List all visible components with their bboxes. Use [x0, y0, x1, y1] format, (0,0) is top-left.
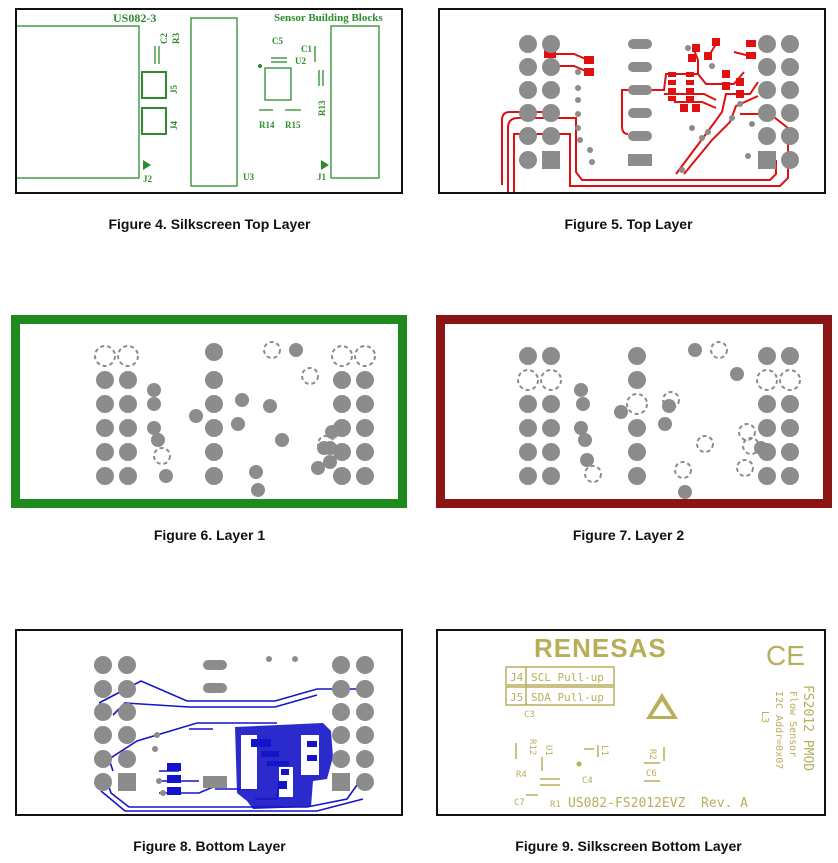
- layer1-drawing: [94, 341, 376, 497]
- j5-outline: [141, 71, 167, 99]
- ref-l1: L1: [599, 745, 609, 756]
- ref-j2: J2: [143, 174, 153, 184]
- ce-mark: CE: [766, 640, 805, 671]
- silkscreen-bottom-drawing: RENESAS CE J4 SCL Pull-up J5 SDA Pull-up…: [505, 633, 815, 811]
- renesas-logo: RENESAS: [534, 633, 667, 663]
- product-desc: Flow Sensor: [787, 691, 798, 757]
- j5-desc: SDA Pull-up: [531, 691, 604, 704]
- product-l3: L3: [759, 711, 770, 723]
- silkscreen-top-drawing: US082-3 Sensor Building Blocks C2 R3 J5 …: [17, 11, 383, 187]
- figure-7-panel: [436, 315, 832, 508]
- figure-9-caption: Figure 9. Silkscreen Bottom Layer: [515, 838, 742, 854]
- ref-c5: C5: [272, 36, 283, 46]
- ref-r13: R13: [317, 100, 327, 116]
- j4-label: J4: [510, 671, 524, 684]
- ref-j5: J5: [169, 85, 179, 95]
- board-title: Sensor Building Blocks: [274, 12, 383, 24]
- u3-outline: [190, 17, 238, 187]
- j5-label: J5: [510, 691, 523, 704]
- bottom-layer-drawing: [94, 656, 374, 812]
- ref-u2: U2: [295, 56, 306, 66]
- ref-c6: C6: [646, 769, 657, 779]
- j1-outline: [330, 25, 380, 179]
- figure-5-caption: Figure 5. Top Layer: [564, 216, 693, 232]
- ref-c7: C7: [514, 798, 525, 808]
- ref-c3: C3: [524, 710, 535, 720]
- ref-j4: J4: [169, 121, 179, 131]
- bottom-layer-pads: [94, 656, 374, 796]
- board-name: US082-3: [113, 11, 156, 25]
- figure-8-caption: Figure 8. Bottom Layer: [133, 838, 286, 854]
- figure-7-caption: Figure 7. Layer 2: [572, 527, 685, 543]
- j2-outline: [17, 25, 140, 179]
- ref-r3: R3: [171, 33, 181, 44]
- ref-r14: R14: [259, 120, 275, 130]
- figure-4-panel: US082-3 Sensor Building Blocks C2 R3 J5 …: [15, 8, 403, 194]
- ref-r12: R12: [527, 739, 537, 755]
- j4-desc: SCL Pull-up: [531, 671, 604, 684]
- ref-u3: U3: [243, 172, 254, 182]
- ref-r4: R4: [516, 770, 527, 780]
- figure-9-panel: RENESAS CE J4 SCL Pull-up J5 SDA Pull-up…: [436, 629, 826, 816]
- ref-c4: C4: [582, 776, 593, 786]
- board-revision: US082-FS2012EVZ Rev. A: [568, 796, 748, 811]
- figure-4-caption: Figure 4. Silkscreen Top Layer: [108, 216, 311, 232]
- product-name: FS2012 PMOD: [800, 685, 815, 771]
- figure-6-caption: Figure 6. Layer 1: [153, 527, 266, 543]
- top-layer-drawing: [501, 35, 799, 192]
- ref-u1: U1: [543, 745, 553, 756]
- product-addr: I2C Addr=0x07: [773, 691, 784, 769]
- ref-c1: C1: [301, 44, 312, 54]
- figure-8-panel: [15, 629, 403, 816]
- ref-r2: R2: [647, 749, 657, 760]
- j2-pin1-marker: [143, 160, 151, 170]
- figure-6-panel: [11, 315, 407, 508]
- u2-outline: [264, 67, 292, 101]
- ref-c2: C2: [159, 33, 169, 44]
- j1-pin1-marker: [321, 160, 329, 170]
- ref-r15: R15: [285, 120, 301, 130]
- j4-outline: [141, 107, 167, 135]
- layer2-drawing: [517, 341, 801, 499]
- ref-r1: R1: [550, 800, 561, 810]
- figure-5-panel: [438, 8, 826, 194]
- ref-j1: J1: [317, 172, 327, 182]
- top-layer-pads: [519, 35, 799, 173]
